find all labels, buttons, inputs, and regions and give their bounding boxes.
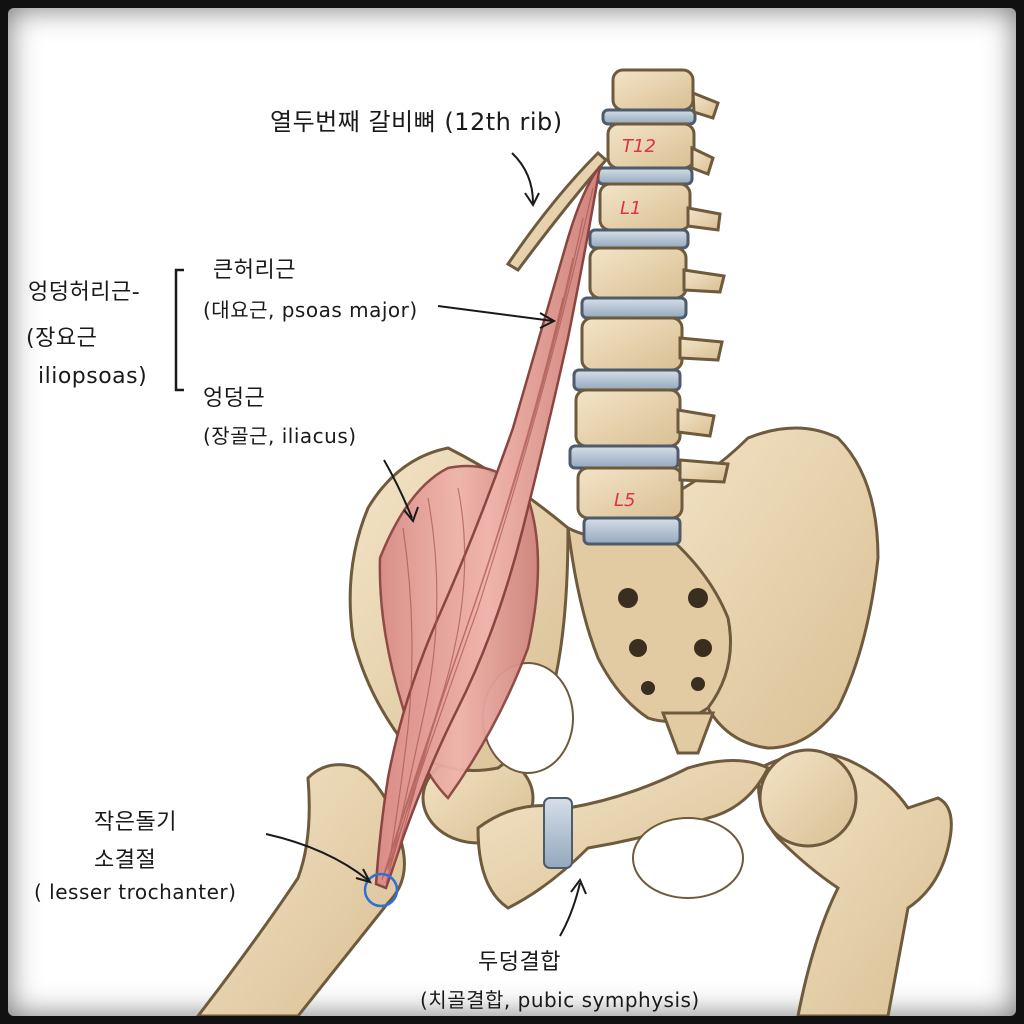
psoas-major-muscle bbox=[374, 165, 602, 890]
diagram-canvas: 열두번째 갈비뼈 (12th rib) 엉덩허리근- (장요근 iliopsoa… bbox=[8, 8, 1016, 1016]
iliacus-korean-label: 엉덩근 bbox=[203, 386, 266, 411]
l1-mark: L1 bbox=[620, 198, 642, 219]
psoas-major-latin-label: (대요근, psoas major) bbox=[203, 298, 418, 322]
iliacus-arrow bbox=[383, 459, 413, 519]
pubic-symphysis-latin-label: (치골결합, pubic symphysis) bbox=[420, 988, 700, 1012]
pubic-symphysis-korean-label: 두덩결합 bbox=[478, 950, 561, 975]
iliacus-latin-label: (장골근, iliacus) bbox=[203, 424, 357, 448]
twelfth-rib-label: 열두번째 갈비뼈 (12th rib) bbox=[270, 108, 563, 136]
lesser-trochanter-arrow bbox=[265, 833, 369, 881]
pubic-arrow bbox=[559, 882, 581, 937]
iliopsoas-hanja-label: (장요근 bbox=[26, 326, 98, 351]
anatomy-illustration bbox=[174, 68, 953, 1016]
leader-arrows bbox=[265, 152, 587, 937]
rib-arrow bbox=[511, 152, 534, 204]
muscle-fibers bbox=[381, 187, 594, 884]
iliopsoas-bracket bbox=[174, 268, 184, 392]
psoas-major-korean-label: 큰허리근 bbox=[213, 258, 296, 283]
l5-mark: L5 bbox=[614, 490, 636, 511]
left-femur bbox=[196, 763, 406, 1016]
lesser-trochanter-korean-label: 작은돌기 bbox=[94, 810, 177, 835]
pubic-rami bbox=[476, 759, 771, 910]
lumbar-spine bbox=[568, 68, 730, 546]
lesser-trochanter-english-label: ( lesser trochanter) bbox=[34, 880, 237, 904]
right-femoral-head bbox=[758, 748, 858, 848]
pubic-symphysis-disc bbox=[543, 797, 573, 869]
iliopsoas-english-label: iliopsoas) bbox=[38, 364, 148, 389]
coccyx bbox=[660, 711, 716, 755]
iliopsoas-korean-label: 엉덩허리근- bbox=[28, 280, 141, 305]
psoas-arrow bbox=[437, 305, 554, 322]
twelfth-rib bbox=[505, 150, 609, 272]
lesser-trochanter-marker bbox=[363, 872, 399, 908]
lesser-trochanter-hanja-label: 소결절 bbox=[94, 848, 157, 873]
t12-mark: T12 bbox=[622, 136, 656, 157]
